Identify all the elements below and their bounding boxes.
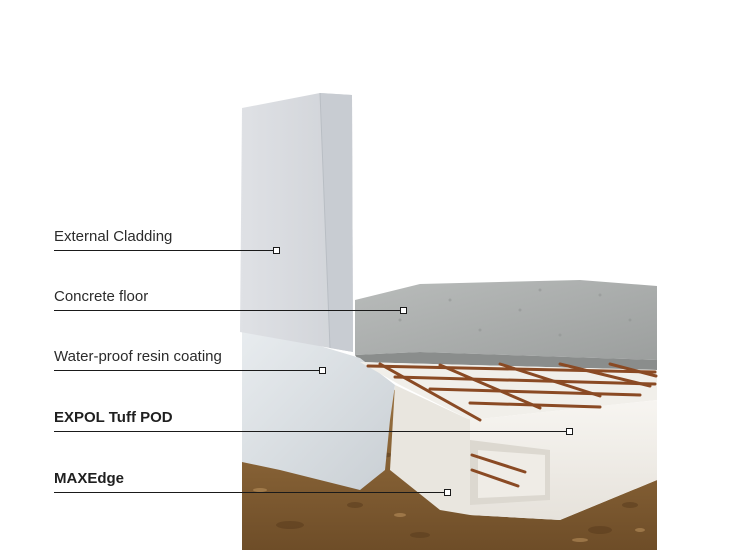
- leader-expol-tuff-pod: [54, 431, 567, 432]
- leader-concrete-floor: [54, 310, 401, 311]
- label-expol-tuff-pod: EXPOL Tuff POD: [54, 409, 173, 426]
- external-cladding-wall: [240, 93, 353, 352]
- label-external-cladding: External Cladding: [54, 228, 172, 245]
- marker-expol-tuff-pod: [566, 428, 573, 435]
- leader-maxedge: [54, 492, 445, 493]
- leader-waterproof-resin-coating: [54, 370, 320, 371]
- label-maxedge: MAXEdge: [54, 470, 124, 487]
- marker-concrete-floor: [400, 307, 407, 314]
- leader-external-cladding: [54, 250, 274, 251]
- label-waterproof-resin-coating: Water-proof resin coating: [54, 348, 222, 365]
- marker-waterproof-resin-coating: [319, 367, 326, 374]
- marker-external-cladding: [273, 247, 280, 254]
- concrete-slab: [355, 280, 657, 370]
- marker-maxedge: [444, 489, 451, 496]
- label-concrete-floor: Concrete floor: [54, 288, 148, 305]
